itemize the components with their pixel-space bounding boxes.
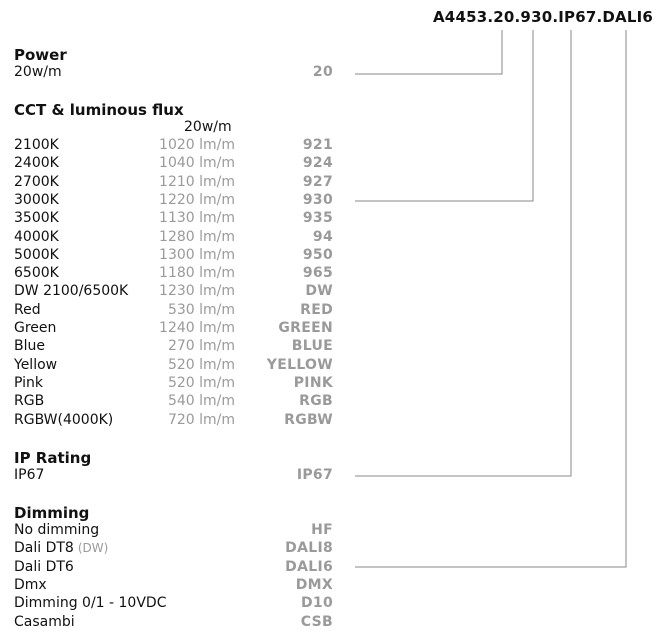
cct-row-label: 2700K bbox=[14, 173, 59, 190]
cct-row-code: RGB bbox=[299, 393, 333, 410]
cct-row-code: 935 bbox=[302, 210, 333, 227]
cct-row-label: 2400K bbox=[14, 155, 59, 172]
cct-row-code: PINK bbox=[293, 374, 333, 391]
dimming-row-text: Casambi bbox=[14, 613, 75, 630]
dimming-row-code: DALI6 bbox=[285, 558, 333, 575]
cct-row-code: YELLOW bbox=[266, 356, 333, 373]
dimming-row-text: Dmx bbox=[14, 576, 47, 593]
cct-row-label: Green bbox=[14, 320, 57, 336]
cct-row-code: RGBW bbox=[284, 411, 333, 428]
cct-row-flux: 1220 lm/m bbox=[159, 191, 235, 208]
cct-row-code: RED bbox=[300, 301, 333, 318]
ip-code: IP67 bbox=[296, 467, 333, 483]
dimming-row-text: No dimming bbox=[14, 522, 100, 538]
cct-heading: CCT & luminous flux bbox=[14, 101, 184, 119]
cct-row-code: 950 bbox=[302, 246, 333, 263]
cct-row-label: Yellow bbox=[14, 356, 58, 373]
connector-power bbox=[355, 30, 503, 75]
dimming-row-code: HF bbox=[311, 522, 333, 538]
cct-row-flux: 520 lm/m bbox=[167, 374, 235, 391]
cct-row-label: 3500K bbox=[14, 210, 59, 227]
cct-row-code: GREEN bbox=[278, 320, 333, 336]
cct-row-code: 965 bbox=[302, 265, 333, 282]
product-code: A4453.20.930.IP67.DALI6 bbox=[433, 8, 654, 26]
power-heading: Power bbox=[14, 46, 67, 64]
cct-row-label: RGB bbox=[14, 393, 45, 410]
dimming-row-code: D10 bbox=[300, 595, 333, 612]
cct-row-label: 5000K bbox=[14, 246, 59, 263]
dimming-row-label: Dmx bbox=[14, 577, 47, 593]
cct-row-flux: 720 lm/m bbox=[167, 411, 235, 428]
cct-row-label: Blue bbox=[14, 338, 45, 355]
dimming-row-text: Dimming 0/1 - 10VDC bbox=[14, 595, 167, 612]
cct-row-flux: 1180 lm/m bbox=[159, 265, 235, 282]
dimming-row-note: (DW) bbox=[77, 541, 109, 556]
dimming-row-label: Dimming 0/1 - 10VDC bbox=[14, 595, 166, 611]
power-code: 20 bbox=[312, 64, 333, 80]
dimming-row-label: Casambi bbox=[14, 614, 75, 630]
power-label: 20w/m bbox=[14, 64, 62, 80]
ip-label: IP67 bbox=[14, 467, 45, 483]
cct-row-label: 6500K bbox=[14, 265, 59, 282]
cct-row-flux: 1040 lm/m bbox=[159, 155, 235, 172]
connector-cct bbox=[355, 30, 534, 202]
cct-row-flux: 1130 lm/m bbox=[159, 210, 235, 227]
cct-row-code: 921 bbox=[302, 137, 333, 153]
cct-column-header: 20w/m bbox=[184, 119, 232, 135]
cct-row-label: 4000K bbox=[14, 228, 59, 245]
cct-row-flux: 540 lm/m bbox=[167, 393, 235, 410]
cct-row-label: Pink bbox=[14, 374, 44, 391]
cct-row-flux: 1280 lm/m bbox=[159, 228, 235, 245]
cct-row-flux: 1300 lm/m bbox=[159, 246, 235, 263]
cct-row-code: BLUE bbox=[291, 338, 333, 355]
dimming-row-text: Dali DT8 bbox=[14, 540, 74, 557]
dimming-row-code: CSB bbox=[300, 613, 333, 630]
cct-row-flux: 530 lm/m bbox=[167, 301, 235, 318]
cct-row-code: 927 bbox=[302, 173, 333, 190]
cct-row-flux: 1230 lm/m bbox=[159, 283, 235, 300]
dimming-row-label: No dimming bbox=[14, 522, 99, 538]
cct-row-label: 3000K bbox=[14, 191, 59, 208]
dimming-row-label: Dali DT6 bbox=[14, 559, 74, 575]
dimming-row-code: DMX bbox=[295, 576, 333, 593]
dimming-row-code: DALI8 bbox=[285, 540, 333, 557]
dimming-heading: Dimming bbox=[14, 504, 90, 522]
cct-row-code: 94 bbox=[312, 228, 333, 245]
cct-row-flux: 1240 lm/m bbox=[159, 320, 235, 336]
connector-dimming bbox=[355, 30, 627, 568]
ip-heading: IP Rating bbox=[14, 449, 92, 467]
cct-row-code: 930 bbox=[302, 191, 333, 208]
cct-row-flux: 270 lm/m bbox=[167, 338, 235, 355]
cct-row-flux: 1020 lm/m bbox=[159, 137, 235, 153]
cct-row-flux: 520 lm/m bbox=[167, 356, 235, 373]
dimming-row-label: Dali DT8(DW) bbox=[14, 540, 108, 556]
cct-row-label: DW 2100/6500K bbox=[14, 283, 129, 300]
connector-ip bbox=[355, 30, 572, 477]
cct-row-label: Red bbox=[14, 301, 41, 318]
cct-row-label: RGBW(4000K) bbox=[14, 411, 114, 428]
cct-row-label: 2100K bbox=[14, 137, 59, 153]
cct-row-flux: 1210 lm/m bbox=[159, 173, 235, 190]
dimming-row-text: Dali DT6 bbox=[14, 558, 74, 575]
cct-row-code: 924 bbox=[302, 155, 333, 172]
cct-row-code: DW bbox=[305, 283, 333, 300]
